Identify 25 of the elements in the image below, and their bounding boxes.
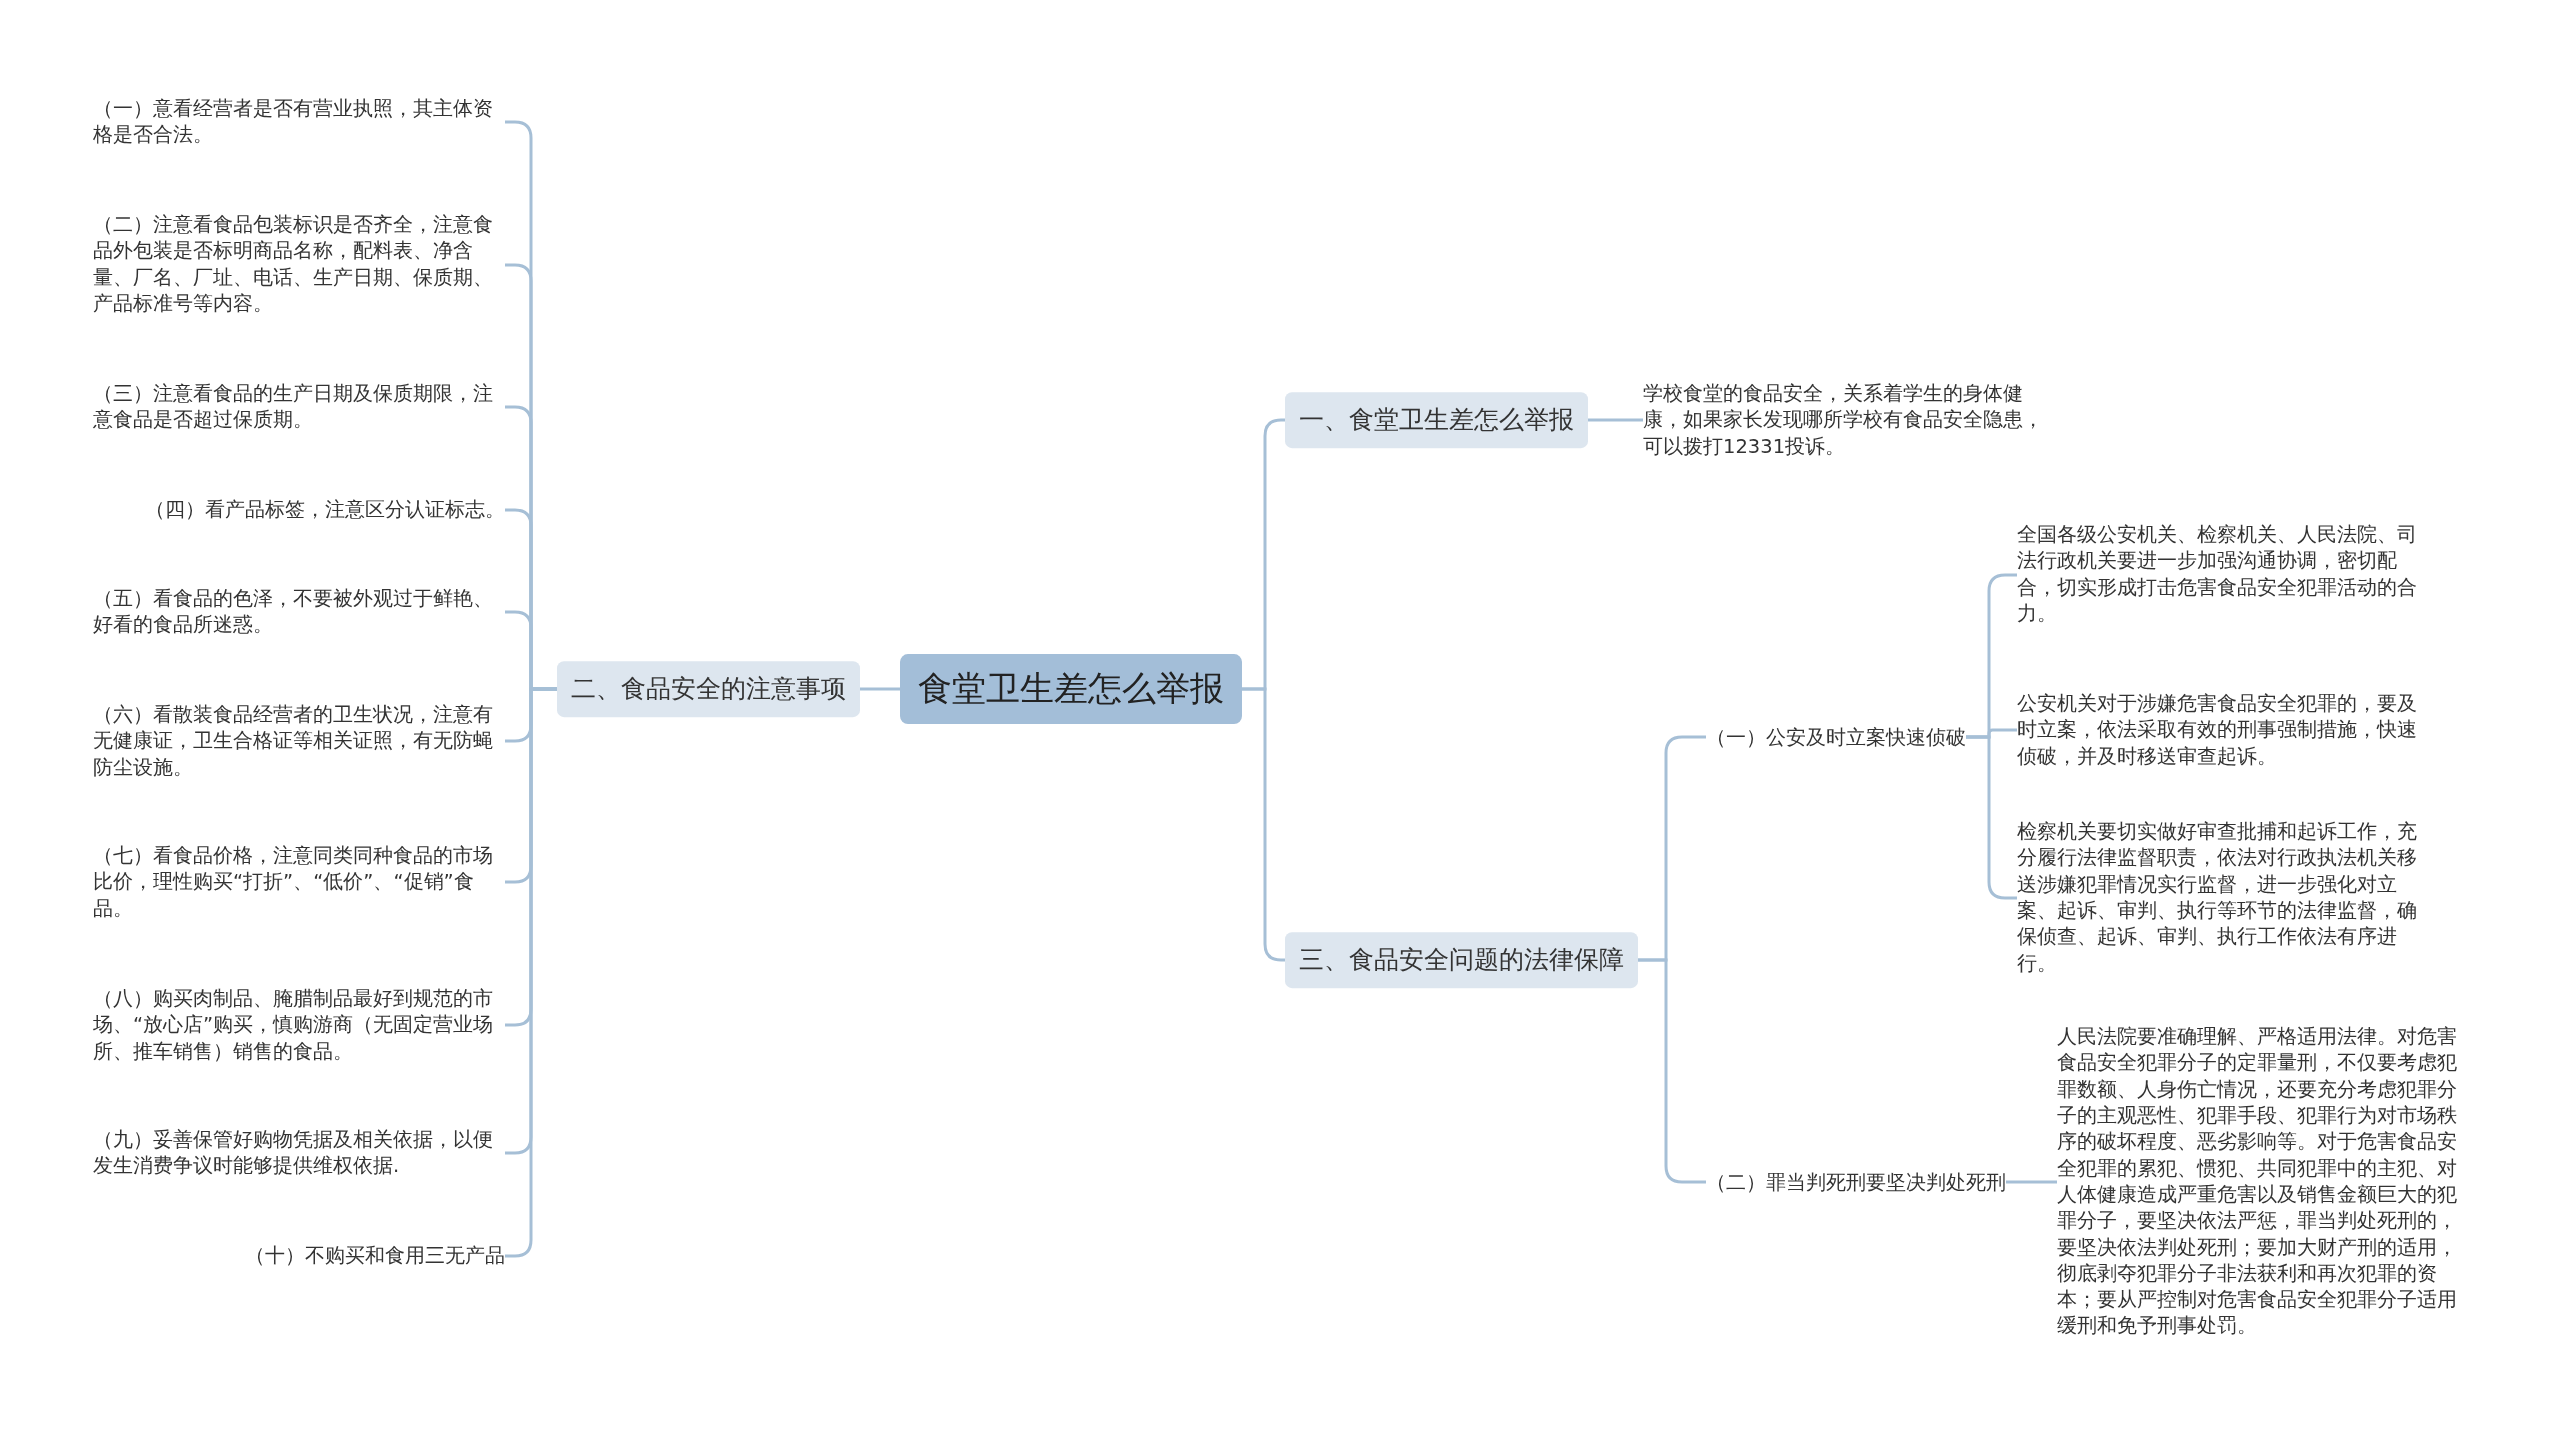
detail-text: （十）不购买和食用三无产品: [245, 1240, 505, 1272]
detail-text: （五）看食品的色泽，不要被外观过于鲜艳、好看的食品所迷惑。: [93, 583, 505, 641]
root-topic-box: 食堂卫生差怎么举报: [900, 654, 1242, 724]
detail-text: （二）注意看食品包装标识是否齐全，注意食品外包装是否标明商品名称，配料表、净含量、厂名、厂址、电话、生产日期、保质期、产品标准号等内容。: [93, 210, 505, 320]
detail-text: （三）注意看食品的生产日期及保质期限，注意食品是否超过保质期。: [93, 378, 505, 436]
detail-text: 检察机关要切实做好审查批捕和起诉工作，充分履行法律监督职责，依法对行政执法机关移送涉嫌犯罪情况实行监督，进一步强化对立案、起诉、审判、执行等环节的法律监督，确保侦查、起诉、审判、执行工作依法有序进行。: [2017, 817, 2429, 979]
subtopic-text: （一）公安及时立案快速侦破: [1706, 719, 1966, 755]
connector-line: [2006, 1180, 2057, 1184]
detail-text: （八）购买肉制品、腌腊制品最好到规范的市场、“放心店”购买，慎购游商（无固定营业场所、推车销售）销售的食品。: [93, 983, 505, 1067]
topic-box: 三、食品安全问题的法律保障: [1285, 932, 1638, 988]
detail-text: （一）意看经营者是否有营业执照，其主体资格是否合法。: [93, 93, 505, 151]
detail-text: （六）看散装食品经营者的卫生状况，注意有无健康证，卫生合格证等相关证照，有无防蝇防尘设施。: [93, 699, 505, 783]
topic-box: 二、食品安全的注意事项: [557, 661, 860, 717]
connector-line: [860, 687, 900, 691]
topic-box: 一、食堂卫生差怎么举报: [1285, 392, 1588, 448]
detail-text: 公安机关对于涉嫌危害食品安全犯罪的，要及时立案，依法采取有效的刑事强制措施，快速侦破，并及时移送审查起诉。: [2017, 688, 2429, 772]
detail-text: （九）妥善保管好购物凭据及相关依据，以便发生消费争议时能够提供维权依据.: [93, 1124, 505, 1182]
detail-text: 学校食堂的食品安全，关系着学生的身体健康，如果家长发现哪所学校有食品安全隐患，可以拨打12331投诉。: [1643, 378, 2055, 462]
detail-text: （七）看食品价格，注意同类同种食品的市场比价，理性购买“打折”、“低价”、“促销”食品。: [93, 840, 505, 924]
detail-text: 全国各级公安机关、检察机关、人民法院、司法行政机关要进一步加强沟通协调，密切配合，切实形成打击危害食品安全犯罪活动的合力。: [2017, 520, 2429, 630]
detail-text: 人民法院要准确理解、严格适用法律。对危害食品安全犯罪分子的定罪量刑，不仅要考虑犯罪数额、人身伤亡情况，还要充分考虑犯罪分子的主观恶性、犯罪手段、犯罪行为对市场秩序的破坏程度、恶劣影响等。对于危害食品安全犯罪的累犯、惯犯、共同犯罪中的主犯、对人体健康造成严重危害以及销售金额巨大的犯罪分子，要坚决依法严惩，罪当判处死刑的，要坚决依法判处死刑；要加大财产刑的适用，彻底剥夺犯罪分子非法获利和再次犯罪的资本；要从严控制对危害食品安全犯罪分子适用缓刑和免予刑事处罚。: [2057, 1022, 2469, 1342]
connector-line: [1638, 958, 1706, 1184]
connector-line: [1588, 418, 1643, 422]
subtopic-text: （二）罪当判死刑要坚决判处死刑: [1706, 1164, 2006, 1200]
detail-text: （四）看产品标签，注意区分认证标志。: [145, 494, 505, 526]
